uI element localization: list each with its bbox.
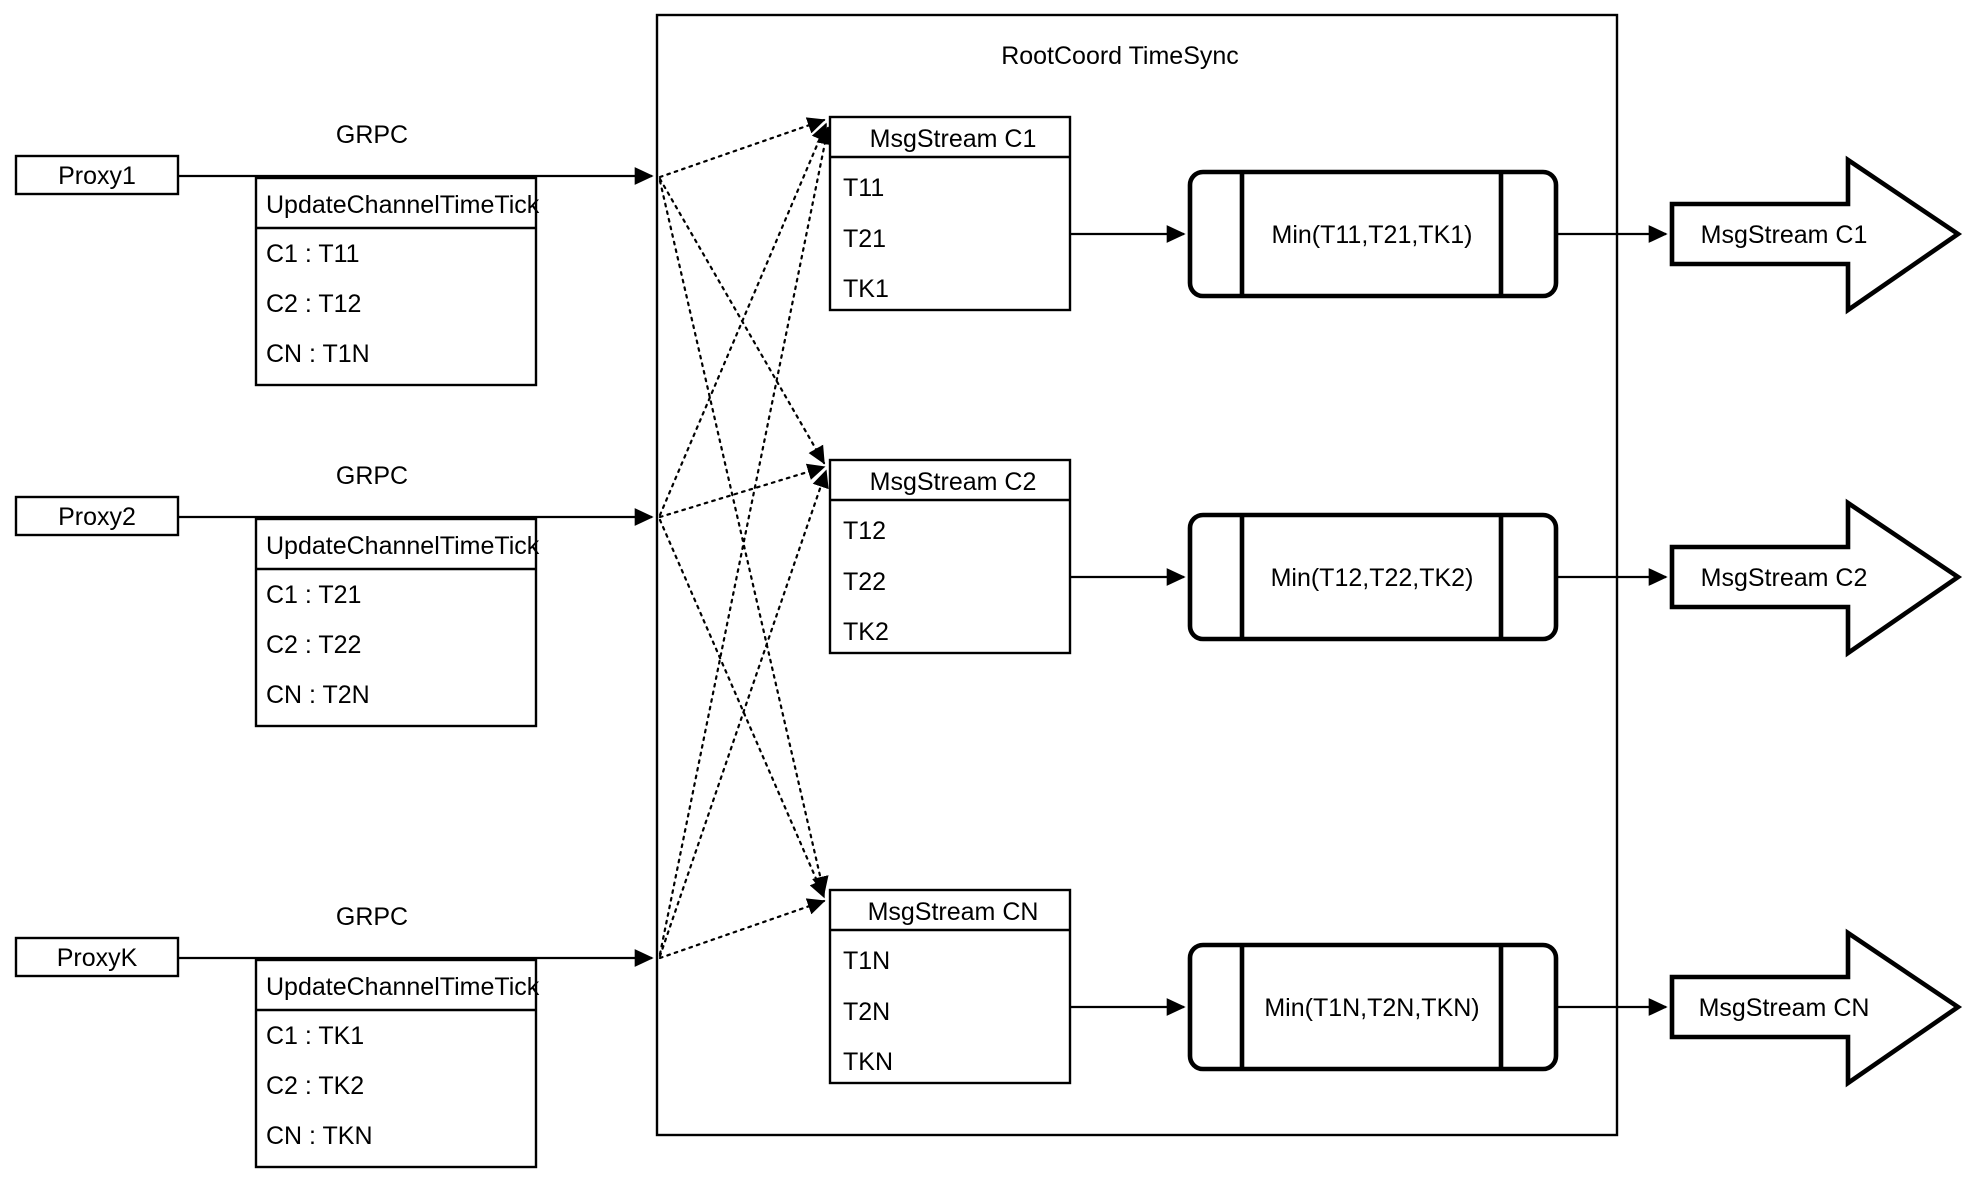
msgstream-row-3-0: T1N (843, 947, 890, 975)
fanout-edge-pk-c1 (658, 126, 833, 956)
fanout-edge-p1-c1 (658, 117, 826, 179)
min-process-label-1: Min(T11,T21,TK1) (1272, 221, 1473, 249)
min-process-label-3: Min(T1N,T2N,TKN) (1264, 994, 1479, 1022)
msgstream-header-1: MsgStream C1 (870, 125, 1037, 153)
proxy-group-1: Proxy1 GRPC UpdateChannelTimeTick C1 : T… (14, 121, 654, 387)
proxy-label-3: ProxyK (57, 944, 138, 972)
output-block-arrow-1 (1669, 155, 1963, 315)
proxy-label-1: Proxy1 (58, 162, 136, 190)
request-row-1-0: C1 : T11 (266, 240, 360, 268)
timetick-fanout-edges (658, 117, 833, 960)
proxy-box-3[interactable] (14, 936, 180, 978)
msgstream-row-1-0: T11 (843, 174, 884, 202)
fanout-edge-p2-c1 (658, 122, 828, 517)
request-row-1-1: C2 : T12 (266, 290, 361, 318)
fanout-edge-p2-c2 (658, 463, 826, 519)
msgstream-header-3: MsgStream CN (868, 898, 1039, 926)
request-row-2-1: C2 : T22 (266, 631, 361, 659)
request-row-2-0: C1 : T21 (266, 581, 361, 609)
request-row-1-2: CN : T1N (266, 340, 370, 368)
grpc-label-2: GRPC (336, 462, 408, 490)
grpc-label-1: GRPC (336, 121, 408, 149)
msgstream-row-1-2: TK1 (843, 275, 889, 303)
request-row-3-1: C2 : TK2 (266, 1072, 364, 1100)
request-box-1 (254, 176, 538, 387)
output-label-3: MsgStream CN (1699, 994, 1870, 1022)
request-row-2-2: CN : T2N (266, 681, 370, 709)
fanout-edge-pk-cn (658, 898, 826, 960)
proxy-group-2: Proxy2 GRPC UpdateChannelTimeTick C1 : T… (14, 462, 654, 728)
proxy-label-2: Proxy2 (58, 503, 136, 531)
proxy-box-1[interactable] (14, 154, 180, 196)
msgstream-row-2-1: T22 (843, 568, 886, 596)
request-header-3: UpdateChannelTimeTick (266, 973, 540, 1001)
proxy-group-3: ProxyK GRPC UpdateChannelTimeTick C1 : T… (14, 903, 654, 1169)
min-process-label-2: Min(T12,T22,TK2) (1271, 564, 1474, 592)
msgstream-row-3-1: T2N (843, 998, 890, 1026)
fanout-edge-p1-cn (658, 179, 829, 895)
request-row-3-0: C1 : TK1 (266, 1022, 364, 1050)
fanout-edge-pk-c2 (658, 469, 829, 958)
msgstream-row-1-1: T21 (843, 225, 886, 253)
msgstream-box-3 (828, 888, 1072, 1085)
msgstream-box-2 (828, 458, 1072, 655)
proxy-box-2[interactable] (14, 495, 180, 537)
msgstream-header-2: MsgStream C2 (870, 468, 1037, 496)
channel-group-3: MsgStream CN T1N T2N TKN Min(T1N,T2N,TKN… (828, 888, 1963, 1088)
request-box-3 (254, 958, 538, 1169)
request-header-1: UpdateChannelTimeTick (266, 191, 540, 219)
output-label-2: MsgStream C2 (1701, 564, 1868, 592)
channel-group-1: MsgStream C1 T11 T21 TK1 Min(T11,T21,TK1… (828, 115, 1963, 315)
fanout-edge-p2-cn (658, 518, 826, 899)
output-block-arrow-2 (1669, 498, 1963, 658)
output-block-arrow-3 (1669, 928, 1963, 1088)
msgstream-row-3-2: TKN (843, 1048, 893, 1076)
channel-group-2: MsgStream C2 T12 T22 TK2 Min(T12,T22,TK2… (828, 458, 1963, 658)
rootcoord-title: RootCoord TimeSync (1001, 42, 1239, 70)
request-box-2 (254, 517, 538, 728)
msgstream-box-1 (828, 115, 1072, 312)
request-row-3-2: CN : TKN (266, 1122, 373, 1150)
output-label-1: MsgStream C1 (1701, 221, 1868, 249)
msgstream-row-2-2: TK2 (843, 618, 889, 646)
grpc-label-3: GRPC (336, 903, 408, 931)
msgstream-row-2-0: T12 (843, 517, 886, 545)
request-header-2: UpdateChannelTimeTick (266, 532, 540, 560)
